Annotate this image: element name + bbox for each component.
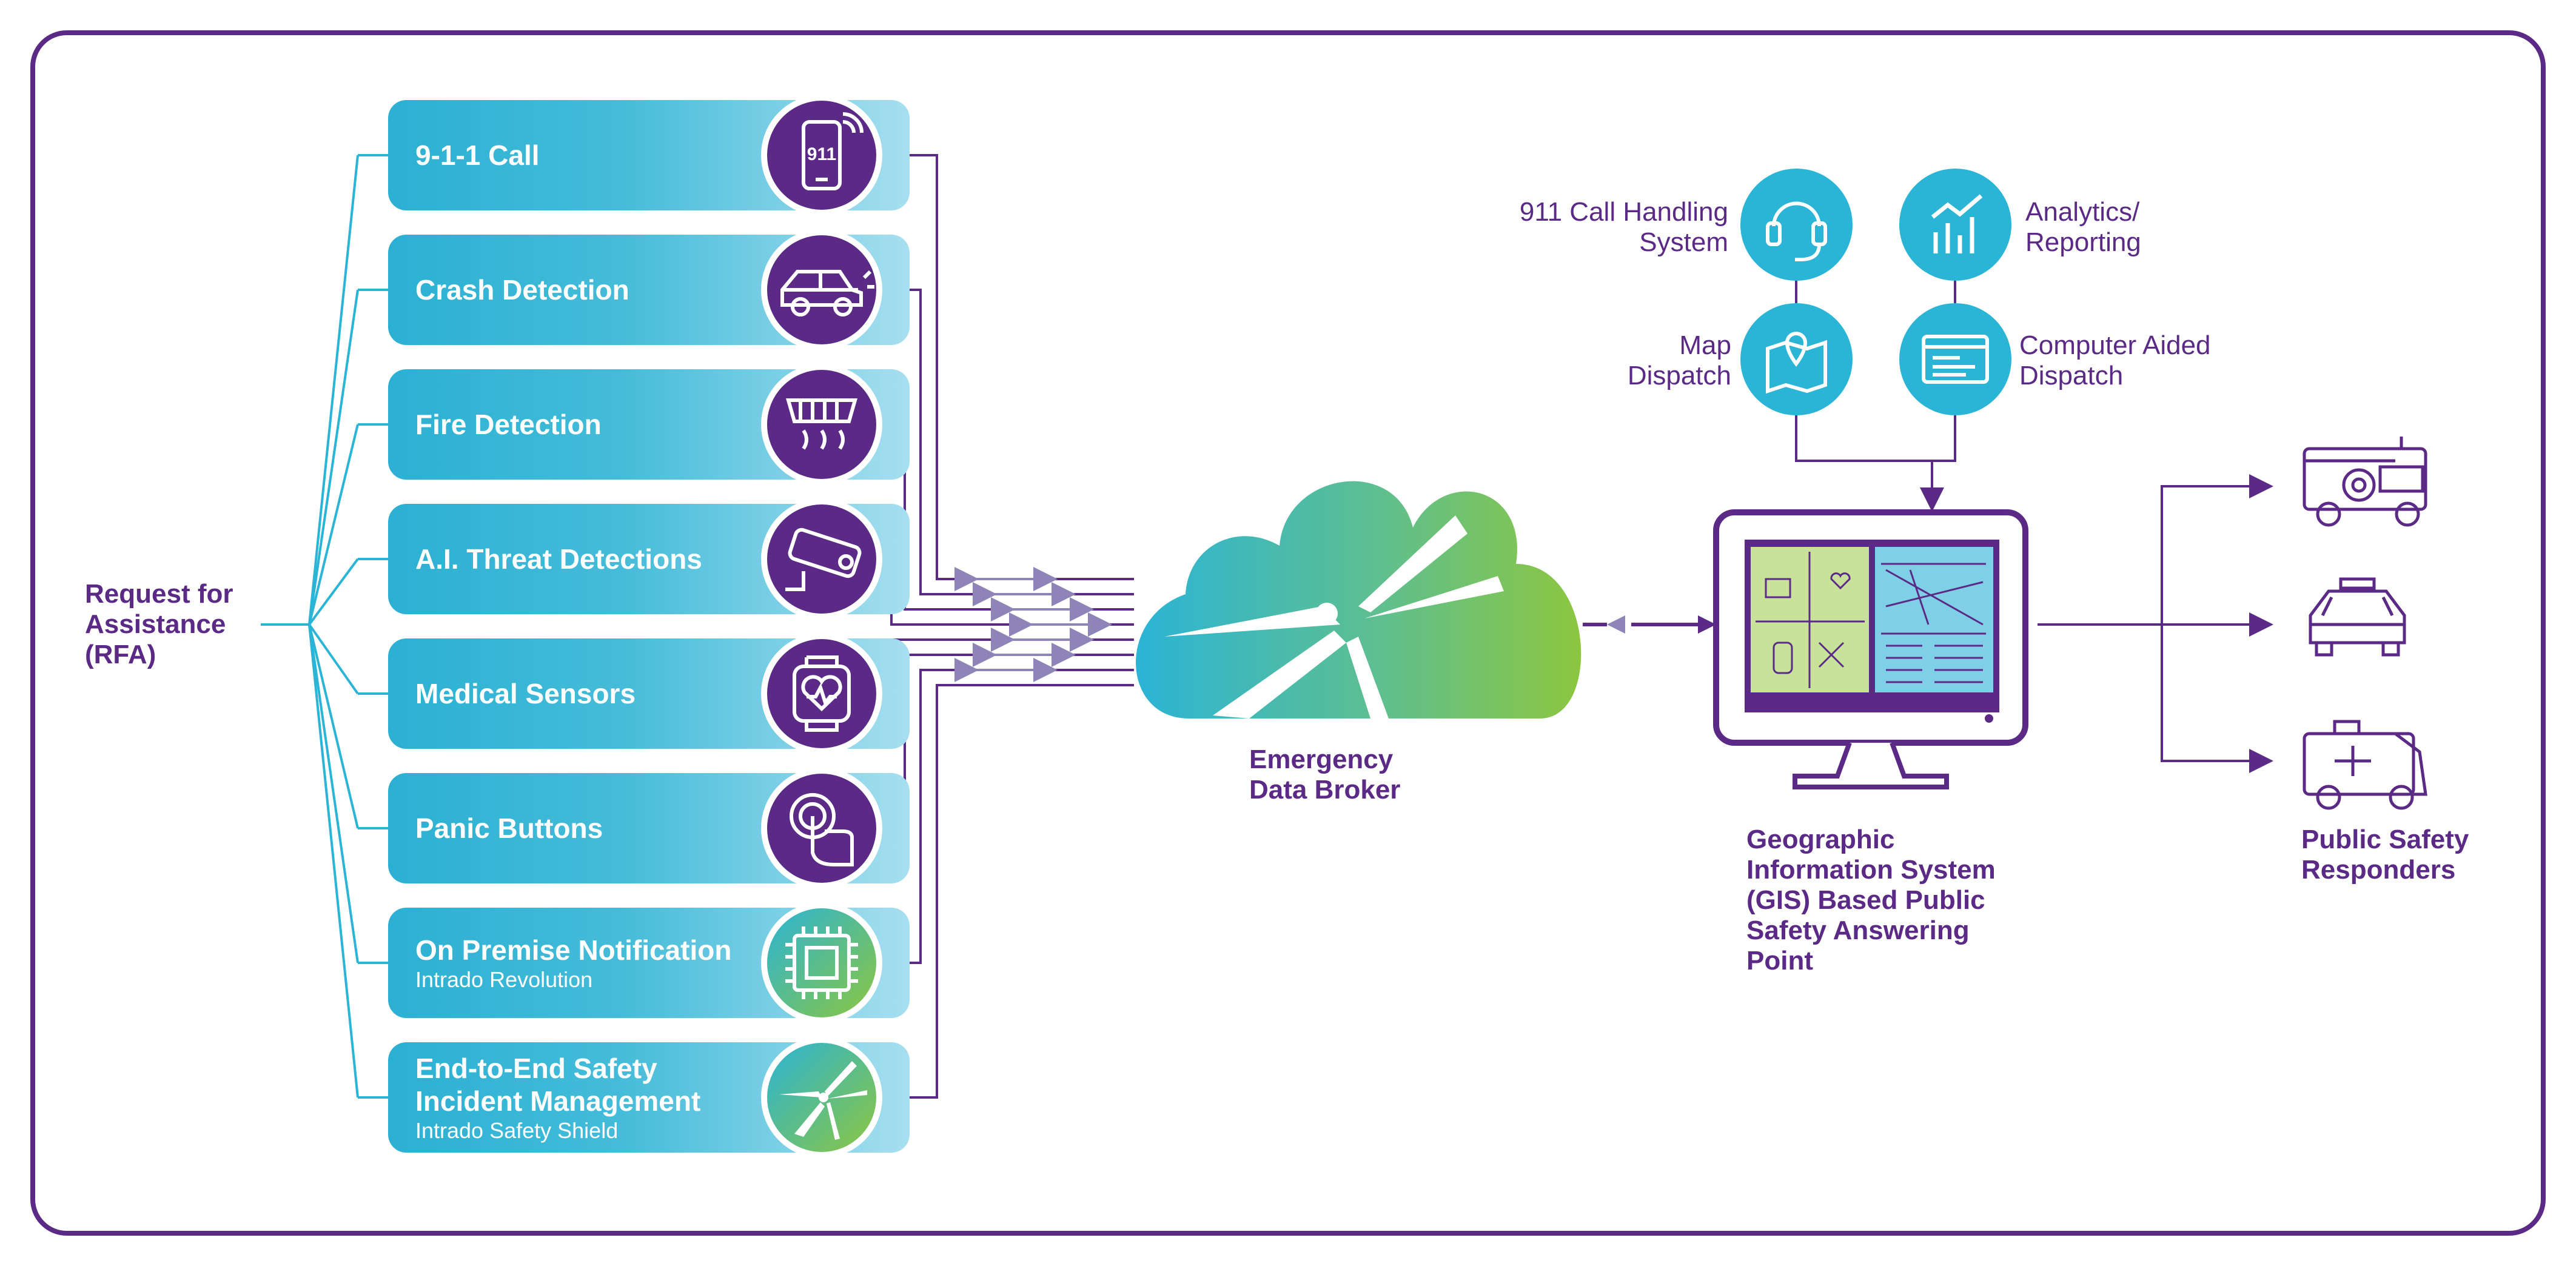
map-dispatch-label: Map Dispatch [1627, 330, 1731, 390]
chip-icon [761, 902, 882, 1023]
source-title: End-to-End Safety Incident Management [415, 1053, 701, 1117]
responders-label: Public Safety Responders [2301, 825, 2469, 885]
source-title: Panic Buttons [415, 812, 603, 844]
call-handling-label: 911 Call Handling System [1519, 197, 1728, 257]
rfa-label: Request for Assistance (RFA) [85, 579, 233, 669]
monitor-icon [1713, 509, 2028, 789]
source-title: A.I. Threat Detections [415, 543, 702, 575]
car-crash-icon [761, 229, 882, 350]
security-camera-icon [761, 498, 882, 620]
ambulance-icon [2303, 720, 2427, 810]
source-title: Fire Detection [415, 409, 602, 440]
source-subtitle: Intrado Safety Shield [415, 1118, 619, 1143]
smartwatch-heart-icon [761, 633, 882, 754]
broker-label: Emergency Data Broker [1249, 745, 1401, 805]
fire-truck-icon [2303, 437, 2427, 527]
analytics-chart-icon [1899, 169, 2011, 281]
computer-dispatch-icon [1899, 303, 2011, 415]
source-subtitle: Intrado Revolution [415, 967, 593, 992]
psap-label: Geographic Information System (GIS) Base… [1746, 825, 1996, 976]
phone-911-icon: 911 [761, 95, 882, 216]
police-car-icon [2309, 577, 2406, 657]
headset-icon [1740, 169, 1853, 281]
cad-label: Computer Aided Dispatch [2019, 330, 2211, 390]
diagram-frame [30, 30, 2546, 1236]
cloud-icon [1136, 481, 1581, 718]
analytics-label: Analytics/ Reporting [2025, 197, 2141, 257]
source-title: 9-1-1 Call [415, 139, 540, 171]
source-title: On Premise Notification [415, 934, 732, 966]
source-title: Medical Sensors [415, 678, 636, 709]
map-pin-icon [1740, 303, 1853, 415]
source-title: Crash Detection [415, 274, 629, 306]
smoke-detector-icon [761, 364, 882, 485]
finger-press-icon [761, 768, 882, 889]
phone-911-text: 911 [807, 144, 836, 164]
dragonfly-logo-icon [761, 1037, 882, 1158]
